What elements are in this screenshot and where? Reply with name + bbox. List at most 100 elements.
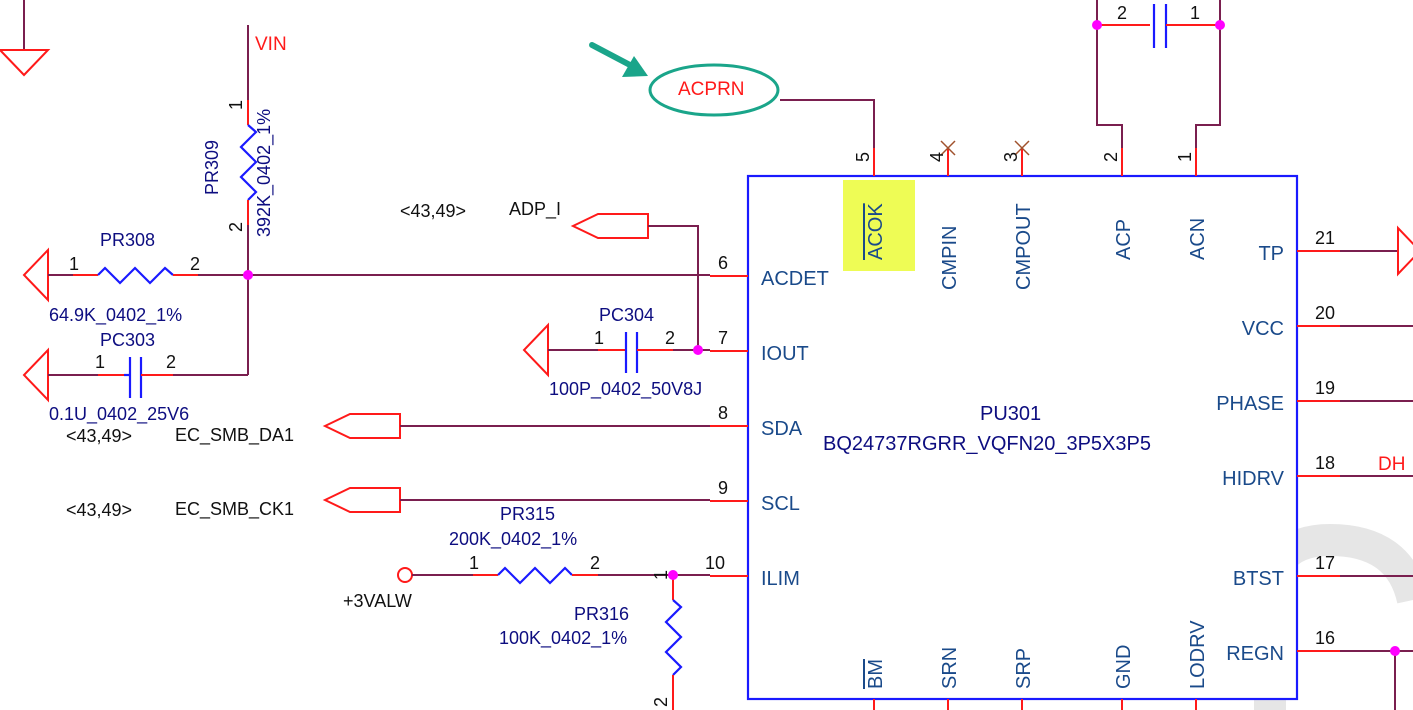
pin-number: 17 [1315, 553, 1335, 573]
pin-number: 2 [190, 254, 200, 274]
pr308-resistor: 1 2 PR308 64.9K_0402_1% [22, 230, 710, 326]
pin-name-phase: PHASE [1216, 393, 1284, 415]
pin-number: 4 [927, 152, 947, 162]
ic-part-number: BQ24737RGRR_VQFN20_3P5X3P5 [823, 433, 1151, 455]
pr316-resistor: 1 2 PR316 100K_0402_1% [499, 570, 683, 710]
sheet-ref: <43,49> [400, 201, 466, 221]
pin-number: 1 [226, 100, 246, 110]
pin-number: 1 [1190, 3, 1200, 23]
pin-number: 1 [1175, 152, 1195, 162]
net-label-acprn: ACPRN [678, 79, 745, 100]
pin-name-ilim: ILIM [761, 568, 800, 590]
pin-name-iout: IOUT [761, 343, 809, 365]
pin-name-acdet: ACDET [761, 268, 829, 290]
ground-symbol-tp [1397, 225, 1413, 277]
junction-dot [1390, 646, 1400, 656]
pin-name-bm: BM [865, 659, 887, 689]
pin-number: 1 [95, 352, 105, 372]
net-label-ec-smb-ck1: EC_SMB_CK1 [175, 499, 294, 520]
annotation-circle [648, 63, 780, 117]
pc304-capacitor: 1 2 PC304 100P_0402_50V8J [522, 305, 710, 400]
no-connect-icon [940, 140, 956, 156]
ref-designator: PC303 [100, 330, 155, 350]
pin-name-acn: ACN [1187, 218, 1209, 260]
net-label-ec-smb-da1: EC_SMB_DA1 [175, 425, 294, 446]
pc303-capacitor: 1 2 PC303 0.1U_0402_25V6 [22, 330, 248, 425]
ec-smb-ck1-net: <43,49> EC_SMB_CK1 [66, 487, 710, 520]
pin-number: 7 [718, 328, 728, 348]
pin-number: 2 [166, 352, 176, 372]
acprn-net: ACPRN [678, 79, 875, 148]
pin-number: 2 [590, 553, 600, 573]
ic-ref: PU301 [980, 403, 1041, 425]
no-connect-icon [1014, 140, 1030, 156]
ic-body-pu301 [746, 174, 1299, 701]
junction-dot [693, 345, 703, 355]
pin-number: 16 [1315, 628, 1335, 648]
pin-number: 1 [651, 570, 671, 580]
pin-number: 20 [1315, 303, 1335, 323]
pr309-resistor: VIN 1 2 PR309 392K_0402_1% [202, 25, 287, 375]
pin-name-vcc: VCC [1242, 318, 1284, 340]
pin-name-lodrv: LODRV [1187, 620, 1209, 689]
component-value: 100K_0402_1% [499, 628, 627, 649]
ec-smb-da1-net: <43,49> EC_SMB_DA1 [66, 413, 710, 446]
net-label-vin: VIN [255, 34, 287, 55]
pin-name-hidrv: HIDRV [1222, 468, 1285, 490]
pin-name-gnd: GND [1113, 645, 1135, 689]
junction-dot [668, 570, 678, 580]
component-value: 392K_0402_1% [254, 109, 275, 237]
component-value: 200K_0402_1% [449, 529, 577, 550]
pin-name-scl: SCL [761, 493, 800, 515]
power-label-3valw: +3VALW [343, 591, 412, 611]
pin-number: 2 [226, 222, 246, 232]
pin-name-acok: ACOK [865, 203, 887, 260]
pin-name-tp: TP [1258, 243, 1284, 265]
ref-designator: PR308 [100, 230, 155, 250]
pin-name-regn: REGN [1226, 643, 1284, 665]
pin-name-srp: SRP [1013, 648, 1035, 689]
pr315-resistor: +3VALW 1 2 PR315 200K_0402_1% [343, 504, 710, 611]
pin-name-cmpout: CMPOUT [1013, 203, 1035, 290]
component-value: 64.9K_0402_1% [49, 305, 182, 326]
ref-designator: PR315 [500, 504, 555, 524]
pin-number: 2 [1101, 152, 1121, 162]
pin-name-cmpin: CMPIN [939, 226, 961, 290]
highlight-acok [843, 180, 915, 271]
sheet-ref: <43,49> [66, 426, 132, 446]
sheet-ref: <43,49> [66, 500, 132, 520]
ground-symbol-top-left [0, 0, 51, 77]
pin-number: 1 [469, 553, 479, 573]
junction-dot [243, 270, 253, 280]
pin-number: 2 [665, 328, 675, 348]
pin-number: 2 [651, 697, 671, 707]
pin-number: 3 [1001, 152, 1021, 162]
pin-number: 5 [853, 152, 873, 162]
pin-number: 2 [1117, 3, 1127, 23]
pin-number: 18 [1315, 453, 1335, 473]
ref-designator: PR316 [574, 604, 629, 624]
net-label-adp-i: ADP_I [509, 199, 561, 220]
adp-i-net: <43,49> ADP_I [400, 199, 699, 350]
pin-number: 21 [1315, 228, 1335, 248]
pin-name-srn: SRN [939, 647, 961, 689]
component-value: 0.1U_0402_25V6 [49, 404, 189, 425]
pin-number: 9 [718, 478, 728, 498]
pin-name-btst: BTST [1233, 568, 1284, 590]
net-label-dh: DH [1378, 454, 1405, 475]
ref-designator: PR309 [202, 140, 222, 195]
pin-number: 8 [718, 403, 728, 423]
pin-name-sda: SDA [761, 418, 803, 440]
annotation-arrow-icon [589, 42, 648, 77]
component-value: 100P_0402_50V8J [549, 379, 702, 400]
pin-number: 6 [718, 253, 728, 273]
pin-number: 1 [69, 254, 79, 274]
acp-acn-capacitor: 2 1 [1092, 0, 1225, 148]
pin-name-acp: ACP [1113, 219, 1135, 260]
pin-number: 19 [1315, 378, 1335, 398]
pin-number: 10 [705, 553, 725, 573]
ref-designator: PC304 [599, 305, 654, 325]
pin-number: 1 [594, 328, 604, 348]
